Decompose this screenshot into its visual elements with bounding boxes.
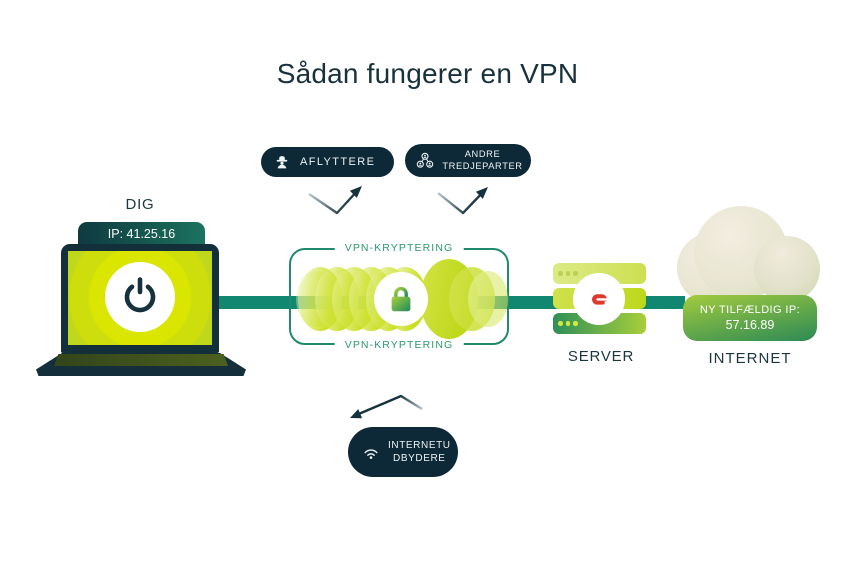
cloud-shape bbox=[754, 236, 820, 302]
laptop-keyboard bbox=[54, 354, 228, 366]
third-parties-label: ANDRE TREDJEPARTER bbox=[442, 148, 523, 171]
encryption-lock-badge bbox=[374, 272, 428, 326]
server-led bbox=[558, 321, 563, 326]
new-ip-title: NY TILFÆLDIG IP: bbox=[699, 304, 801, 316]
server-led bbox=[573, 321, 578, 326]
isp-deflect-arrow bbox=[350, 394, 423, 419]
your-ip-badge: IP: 41.25.16 bbox=[78, 222, 205, 246]
you-label: DIG bbox=[125, 196, 155, 213]
server-led bbox=[565, 271, 570, 276]
server-led bbox=[565, 321, 570, 326]
eavesdroppers-label: AFLYTTERE bbox=[300, 156, 376, 168]
isp-label: INTERNETU DBYDERE bbox=[388, 440, 451, 464]
wifi-icon bbox=[364, 448, 378, 459]
network-users-icon bbox=[416, 152, 434, 168]
third-parties-pill: ANDRE TREDJEPARTER bbox=[405, 144, 531, 177]
vpn-brand-badge bbox=[573, 273, 625, 325]
spy-icon bbox=[276, 156, 288, 169]
encryption-tunnel: VPN-KRYPTERING VPN-KRYPTERING bbox=[289, 242, 509, 351]
internet-label: INTERNET bbox=[708, 350, 792, 367]
server-led bbox=[558, 271, 563, 276]
tunnel-label-bottom: VPN-KRYPTERING bbox=[334, 339, 464, 351]
lock-icon bbox=[391, 286, 411, 311]
server-led bbox=[573, 271, 578, 276]
power-icon bbox=[124, 277, 156, 313]
eavesdropper-deflect-arrow bbox=[308, 186, 362, 215]
new-ip-value: 57.16.89 bbox=[725, 318, 775, 332]
eavesdroppers-pill: AFLYTTERE bbox=[261, 147, 394, 177]
isp-pill: INTERNETU DBYDERE bbox=[348, 427, 458, 477]
server-label: SERVER bbox=[567, 348, 635, 365]
expressvpn-logo-icon bbox=[591, 293, 608, 305]
page-title: Sådan fungerer en VPN bbox=[276, 58, 579, 89]
tunnel-label-top: VPN-KRYPTERING bbox=[334, 242, 464, 254]
power-button bbox=[105, 262, 175, 332]
coil-ellipse bbox=[468, 271, 508, 327]
new-ip-badge: NY TILFÆLDIG IP: 57.16.89 bbox=[683, 295, 817, 341]
third-party-deflect-arrow bbox=[437, 187, 488, 215]
